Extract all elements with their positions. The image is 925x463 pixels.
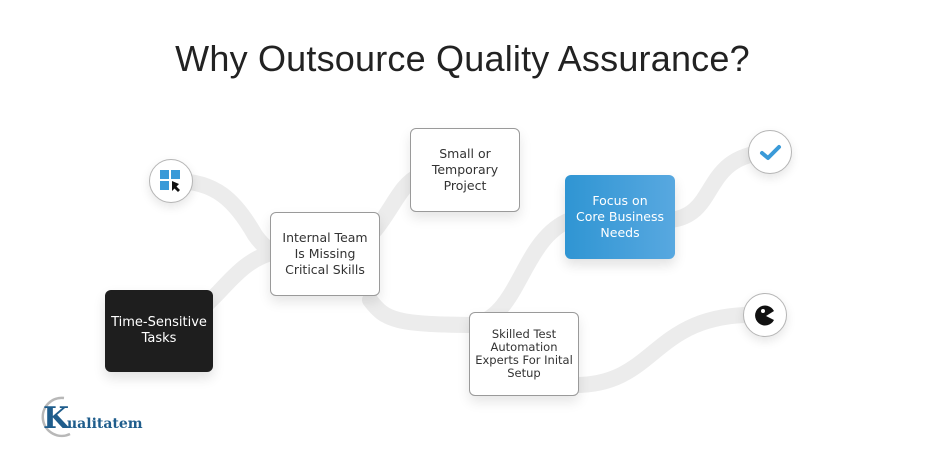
node-time-sensitive: Time-Sensitive Tasks — [105, 290, 213, 372]
node-text-line: Focus on — [592, 193, 648, 208]
windows-cursor-icon — [160, 170, 180, 192]
node-small-temporary-project: Small or Temporary Project — [410, 128, 520, 212]
node-focus-core-business: Focus on Core Business Needs — [565, 175, 675, 259]
node-text-line: Needs — [600, 225, 640, 240]
node-text-line: Automation — [490, 340, 558, 354]
logo-text: ualitatem — [67, 416, 143, 432]
start-icon-circle — [149, 159, 193, 203]
node-text-line: Experts For Inital — [475, 353, 573, 367]
node-skilled-test-experts: Skilled Test Automation Experts For Init… — [469, 312, 579, 396]
node-text-line: Is Missing — [294, 246, 356, 261]
page-title: Why Outsource Quality Assurance? — [175, 38, 750, 79]
kualitatem-logo: K — [41, 396, 71, 438]
path-skilled-to-pacman — [567, 306, 773, 393]
node-text-line: Skilled Test — [491, 327, 557, 341]
node-text-line: Temporary — [431, 162, 499, 177]
node-text-line: Setup — [507, 366, 541, 380]
node-text-line: Project — [443, 178, 487, 193]
node-text-line: Critical Skills — [285, 262, 365, 277]
path-skilled-to-focus — [462, 212, 578, 333]
node-text-line: Internal Team — [282, 230, 368, 245]
node-internal-team: Internal Team Is Missing Critical Skills — [270, 212, 380, 296]
logo-ring — [41, 396, 71, 438]
end-top-icon-circle — [748, 130, 792, 174]
node-text-line: Time-Sensitive — [111, 315, 207, 330]
pacman-icon — [755, 305, 774, 326]
end-bottom-icon-circle — [743, 293, 787, 337]
node-text-line: Small or — [439, 146, 491, 161]
checkmark-icon — [760, 145, 781, 160]
node-text-line: Core Business — [575, 209, 665, 224]
logo-letter: K — [43, 401, 70, 436]
node-text-line: Tasks — [141, 331, 177, 346]
path-internal-to-skilled — [362, 292, 488, 333]
